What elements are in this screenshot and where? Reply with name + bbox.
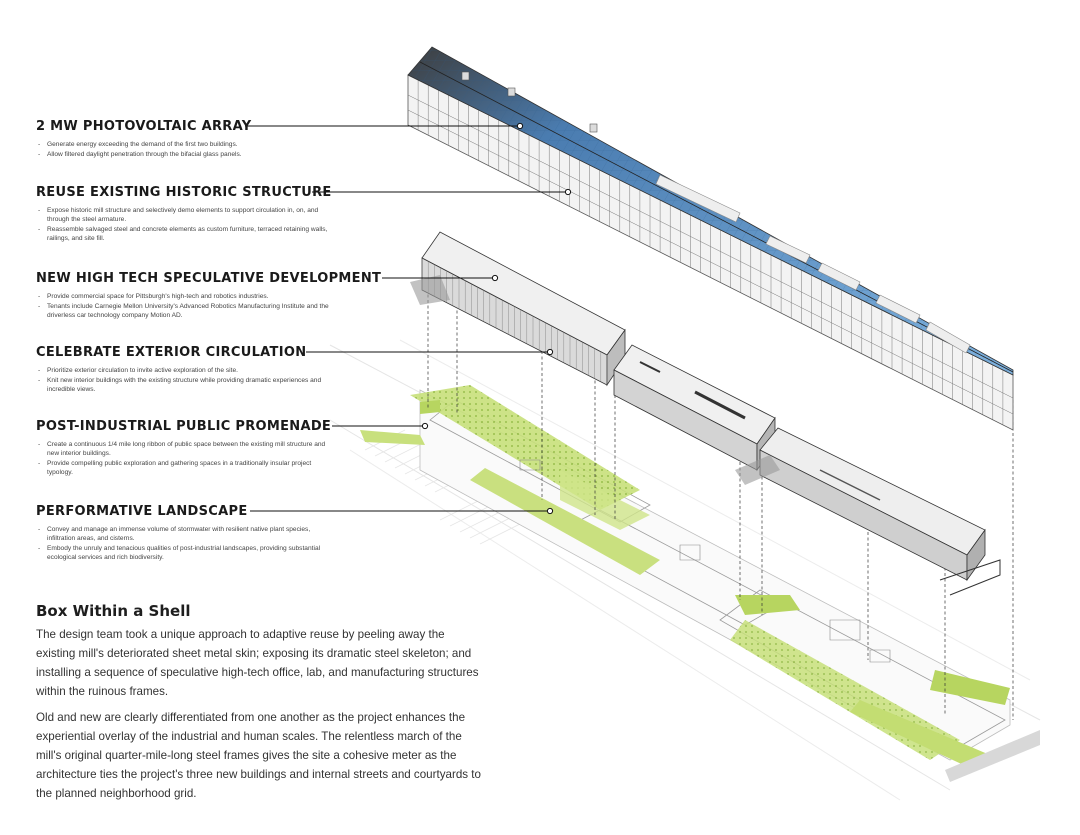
feature-bullets: Provide commercial space for Pittsburgh'… xyxy=(36,292,356,320)
feature-bullet: Reassemble salvaged steel and concrete e… xyxy=(36,225,337,243)
description-paragraph: Old and new are clearly differentiated f… xyxy=(36,711,481,800)
feature-performative-landscape: PERFORMATIVE LANDSCAPE Convey and manage… xyxy=(36,504,356,563)
feature-bullet: Provide compelling public exploration an… xyxy=(36,459,337,477)
feature-bullets: Create a continuous 1/4 mile long ribbon… xyxy=(36,440,356,477)
new-building-3 xyxy=(735,427,1001,596)
feature-bullet: Embody the unruly and tenacious qualitie… xyxy=(36,544,337,562)
feature-high-tech-development: NEW HIGH TECH SPECULATIVE DEVELOPMENT Pr… xyxy=(36,271,382,321)
projection-lines xyxy=(427,278,1014,720)
feature-bullet: Create a continuous 1/4 mile long ribbon… xyxy=(36,440,337,458)
feature-bullet: Generate energy exceeding the demand of … xyxy=(36,140,337,149)
feature-bullets: Convey and manage an immense volume of s… xyxy=(36,525,356,562)
feature-title: PERFORMATIVE LANDSCAPE xyxy=(36,504,248,519)
feature-reuse-historic-structure: REUSE EXISTING HISTORIC STRUCTURE Expose… xyxy=(36,185,356,244)
leader-lines xyxy=(245,122,572,515)
historic-steel-structure xyxy=(407,46,1014,431)
feature-photovoltaic-array: 2 MW PHOTOVOLTAIC ARRAY Generate energy … xyxy=(36,119,356,160)
feature-bullet: Allow filtered daylight penetration thro… xyxy=(36,150,337,159)
feature-title: NEW HIGH TECH SPECULATIVE DEVELOPMENT xyxy=(36,271,382,286)
feature-title: 2 MW PHOTOVOLTAIC ARRAY xyxy=(36,119,252,134)
section-title: Box Within a Shell xyxy=(36,602,191,620)
feature-bullet: Knit new interior buildings with the exi… xyxy=(36,376,337,394)
feature-bullet: Convey and manage an immense volume of s… xyxy=(36,525,337,543)
feature-bullet: Provide commercial space for Pittsburgh'… xyxy=(36,292,337,301)
feature-public-promenade: POST-INDUSTRIAL PUBLIC PROMENADE Create … xyxy=(36,419,356,478)
feature-bullets: Prioritize exterior circulation to invit… xyxy=(36,366,356,394)
feature-title: REUSE EXISTING HISTORIC STRUCTURE xyxy=(36,185,332,200)
feature-title: POST-INDUSTRIAL PUBLIC PROMENADE xyxy=(36,419,332,434)
new-building-1 xyxy=(410,231,626,387)
description-paragraph: The design team took a unique approach t… xyxy=(36,628,479,698)
feature-bullet: Tenants include Carnegie Mellon Universi… xyxy=(36,302,337,320)
feature-bullets: Generate energy exceeding the demand of … xyxy=(36,140,356,159)
feature-bullet: Expose historic mill structure and selec… xyxy=(36,206,337,224)
feature-bullets: Expose historic mill structure and selec… xyxy=(36,206,356,243)
feature-bullet: Prioritize exterior circulation to invit… xyxy=(36,366,337,375)
new-building-2 xyxy=(613,344,776,472)
site-plan xyxy=(329,339,1041,801)
feature-exterior-circulation: CELEBRATE EXTERIOR CIRCULATION Prioritiz… xyxy=(36,345,356,395)
feature-title: CELEBRATE EXTERIOR CIRCULATION xyxy=(36,345,307,360)
